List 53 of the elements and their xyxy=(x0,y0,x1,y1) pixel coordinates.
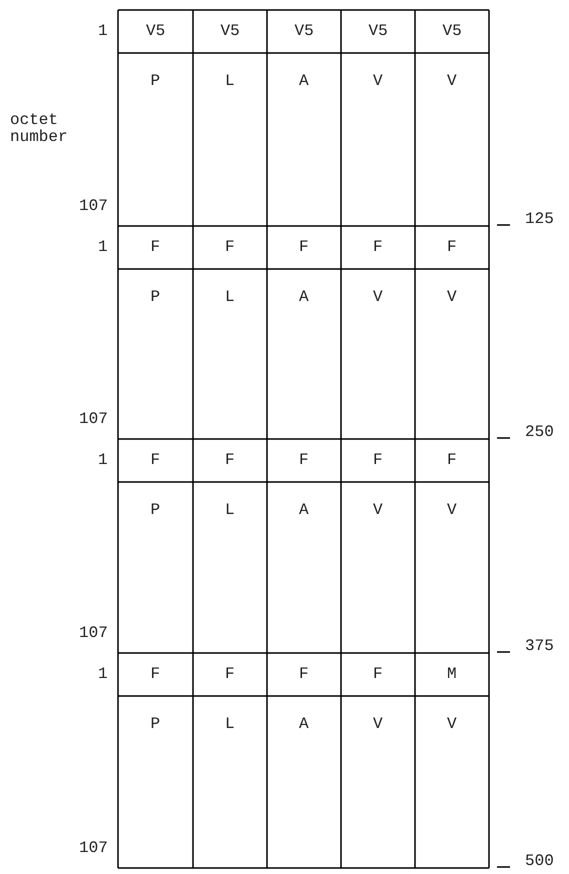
cell-text: V5 xyxy=(220,22,240,40)
cell-text: F xyxy=(373,665,383,683)
cell-text: F xyxy=(150,451,160,469)
cell-text: F xyxy=(373,451,383,469)
scale-value: 500 xyxy=(525,852,554,870)
cell-text: V xyxy=(447,72,457,90)
cell-text: F xyxy=(373,238,383,256)
scale-value: 375 xyxy=(525,637,554,655)
cell-text: V xyxy=(447,288,457,306)
cell-text: V5 xyxy=(368,22,388,40)
cell-text: A xyxy=(299,501,309,519)
cell-text: F xyxy=(150,665,160,683)
octet-number: 1 xyxy=(98,22,108,40)
cell-text: V xyxy=(447,501,457,519)
octet-number: 107 xyxy=(79,839,108,857)
cell-text: V xyxy=(447,715,457,733)
cell-text: F xyxy=(225,665,235,683)
cell-text: V xyxy=(373,72,383,90)
cell-text: M xyxy=(447,665,457,683)
cell-text: P xyxy=(150,715,160,733)
cell-text: V xyxy=(373,288,383,306)
cell-text: P xyxy=(150,72,160,90)
cell-text: L xyxy=(225,715,235,733)
cell-text: V5 xyxy=(294,22,314,40)
scale-value: 125 xyxy=(525,210,554,228)
cell-text: V5 xyxy=(146,22,166,40)
octet-number: 107 xyxy=(79,624,108,642)
cell-text: V xyxy=(373,715,383,733)
scale-value: 250 xyxy=(525,423,554,441)
cell-text: F xyxy=(299,665,309,683)
cell-text: F xyxy=(225,451,235,469)
cell-text: P xyxy=(150,501,160,519)
axis-label: octet number xyxy=(10,112,69,146)
cell-text: L xyxy=(225,501,235,519)
cell-text: A xyxy=(299,288,309,306)
cell-text: V xyxy=(373,501,383,519)
octet-number: 1 xyxy=(98,665,108,683)
cell-text: F xyxy=(447,238,457,256)
octet-number: 1 xyxy=(98,238,108,256)
cell-text: V5 xyxy=(442,22,462,40)
cell-text: L xyxy=(225,72,235,90)
cell-text: F xyxy=(299,451,309,469)
cell-text: P xyxy=(150,288,160,306)
cell-text: F xyxy=(299,238,309,256)
cell-text: L xyxy=(225,288,235,306)
octet-number: 1 xyxy=(98,451,108,469)
cell-text: F xyxy=(447,451,457,469)
cell-text: F xyxy=(225,238,235,256)
cell-text: A xyxy=(299,72,309,90)
cell-text: F xyxy=(150,238,160,256)
octet-number: 107 xyxy=(79,410,108,428)
cell-text: A xyxy=(299,715,309,733)
octet-number: 107 xyxy=(79,197,108,215)
